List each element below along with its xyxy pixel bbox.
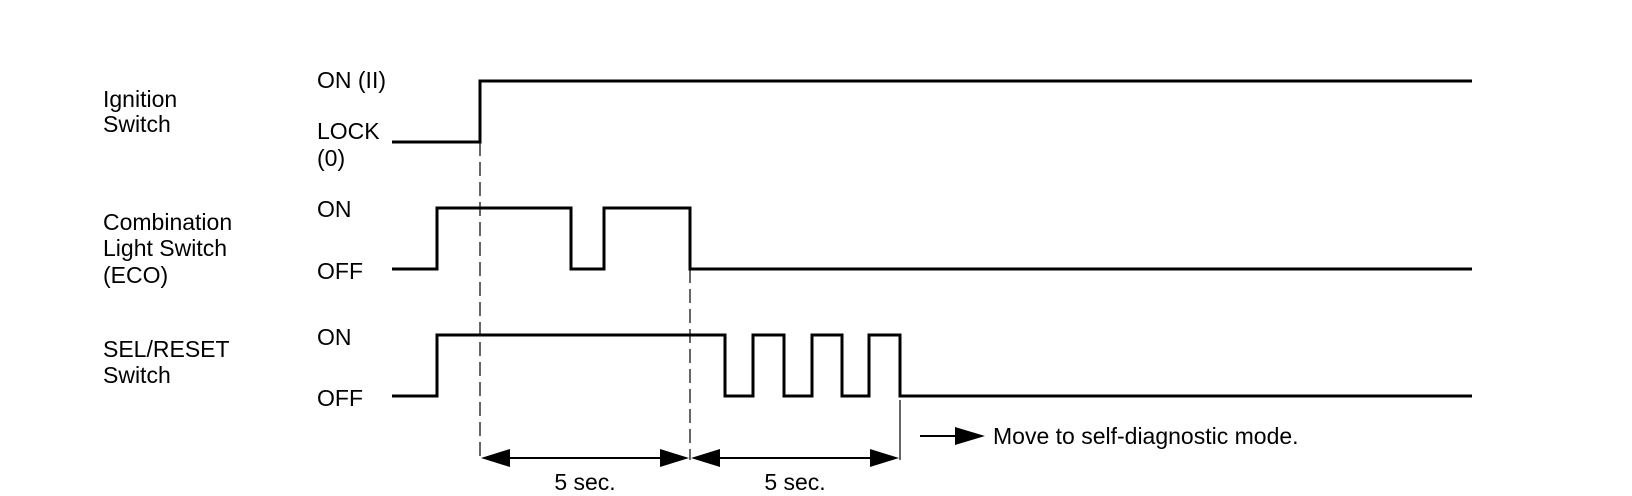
combination-waveform <box>392 206 1472 271</box>
sel-reset-off-label: OFF <box>317 385 363 411</box>
interval-1-dimension: 5 sec. <box>481 449 689 495</box>
ignition-name-line-2: Switch <box>103 111 171 137</box>
interval-2-left-arrowhead <box>691 449 720 467</box>
combination-name-line-2: Light Switch <box>103 235 227 261</box>
ignition-name-line-1: Ignition <box>103 86 177 112</box>
sel-reset-name-line-1: SEL/RESET <box>103 336 230 362</box>
interval-1-right-arrowhead <box>660 449 689 467</box>
self-diagnostic-note: Move to self-diagnostic mode. <box>920 423 1299 449</box>
ignition-signal-group: Ignition Switch ON (II) LOCK (0) <box>103 67 1472 171</box>
combination-name-line-1: Combination <box>103 209 232 235</box>
note-text: Move to self-diagnostic mode. <box>993 423 1299 449</box>
combination-on-label: ON <box>317 196 352 222</box>
interval-dimensions: 5 sec. 5 sec. <box>481 449 899 495</box>
combination-name-line-3: (ECO) <box>103 262 168 288</box>
sel-reset-on-label: ON <box>317 324 352 350</box>
interval-2-right-arrowhead <box>870 449 899 467</box>
timing-reference-lines <box>479 142 901 460</box>
combination-off-label: OFF <box>317 258 363 284</box>
combination-signal-group: Combination Light Switch (ECO) ON OFF <box>103 196 1472 288</box>
note-arrowhead <box>955 427 985 445</box>
ignition-lock-label-line-2: (0) <box>317 145 345 171</box>
sel-reset-signal-group: SEL/RESET Switch ON OFF <box>103 324 1472 411</box>
ignition-lock-label-line-1: LOCK <box>317 118 380 144</box>
ignition-on-label: ON (II) <box>317 67 386 93</box>
sel-reset-name-line-2: Switch <box>103 362 171 388</box>
sel-reset-waveform <box>392 333 1472 398</box>
interval-1-left-arrowhead <box>481 449 510 467</box>
ignition-waveform <box>392 79 1472 144</box>
interval-2-dimension: 5 sec. <box>691 449 899 495</box>
interval-1-label: 5 sec. <box>554 469 615 495</box>
interval-2-label: 5 sec. <box>764 469 825 495</box>
